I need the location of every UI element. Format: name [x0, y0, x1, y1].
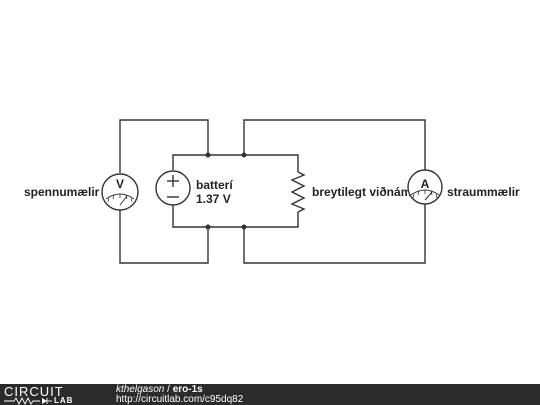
wire-ammeter-bottom: [243, 203, 426, 264]
junction-dot: [205, 152, 211, 158]
circuit-url-link[interactable]: http://circuitlab.com/c95dq82: [116, 394, 244, 405]
resistor[interactable]: [290, 171, 306, 213]
junction-dot: [205, 224, 211, 230]
logo-text-lab: LAB: [54, 396, 74, 405]
resistor-zigzag-icon: [290, 171, 306, 213]
junctions: [205, 152, 247, 230]
battery-label: batterí: [196, 178, 233, 192]
ammeter-symbol: A: [421, 177, 430, 191]
resistor-label: breytilegt viðnám: [312, 185, 411, 199]
junction-dot: [241, 152, 247, 158]
author-link[interactable]: kthelgason: [116, 384, 165, 395]
logo-resistor-icon: [4, 397, 94, 405]
circuit-schematic: V spennumælir batterí 1.37 V breytilegt …: [24, 119, 520, 264]
footer-bar: CIRCUIT LAB kthelgason / ero-1s http://c…: [0, 384, 540, 405]
wire-ammeter-top: [243, 119, 426, 170]
wire-voltmeter-bottom: [119, 210, 209, 264]
wire-battery-bottom: [172, 205, 299, 228]
battery-plus-icon: [167, 175, 179, 187]
battery-value: 1.37 V: [196, 192, 231, 206]
battery-body: [155, 170, 191, 206]
battery[interactable]: [155, 170, 191, 206]
voltmeter[interactable]: V: [101, 173, 139, 211]
voltmeter-body: [101, 173, 139, 211]
credit-separator: /: [164, 384, 173, 395]
voltmeter-needle-icon: [119, 195, 128, 206]
circuitlab-logo[interactable]: CIRCUIT LAB: [4, 385, 104, 405]
junction-dot: [241, 224, 247, 230]
wires: [119, 119, 426, 264]
ammeter-ticks-icon: [412, 190, 438, 199]
ammeter-body: [407, 169, 443, 205]
voltmeter-symbol: V: [116, 177, 124, 191]
logo-text-circuit: CIRCUIT: [4, 384, 64, 399]
credit-line: kthelgason / ero-1s: [116, 385, 203, 395]
voltmeter-label: spennumælir: [24, 185, 100, 199]
ammeter-needle-icon: [424, 191, 433, 201]
circuit-title[interactable]: ero-1s: [172, 384, 203, 395]
ammeter[interactable]: A: [407, 169, 443, 205]
ammeter-label: straummælir: [447, 185, 520, 199]
wire-battery-top: [172, 154, 299, 172]
wire-voltmeter-top: [119, 119, 209, 173]
